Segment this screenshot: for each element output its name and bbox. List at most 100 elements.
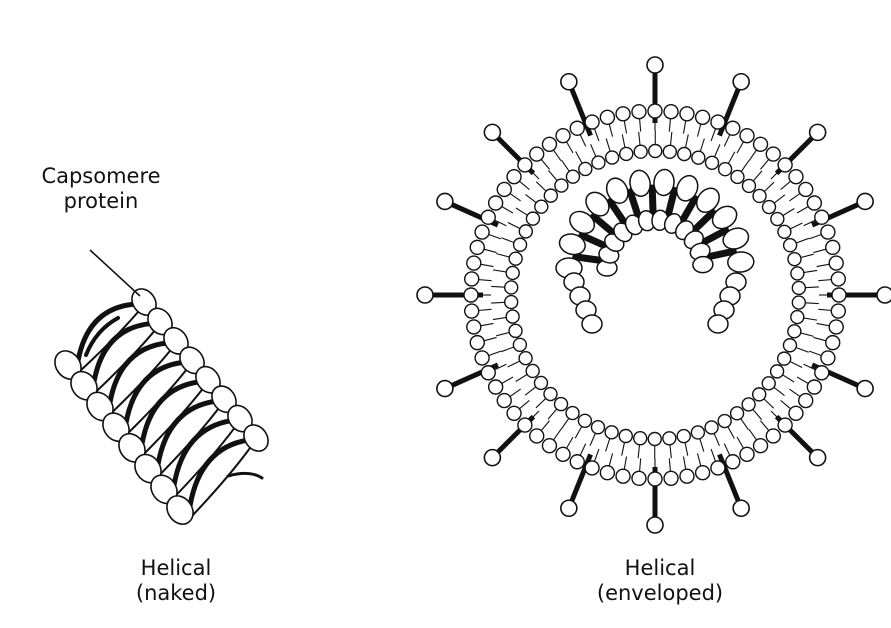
- lipid-tail: [525, 194, 536, 203]
- lipid-tail: [740, 418, 748, 430]
- lipid-envelope: [464, 104, 846, 486]
- lipid-tail: [781, 181, 792, 190]
- helix-strand: [158, 401, 216, 464]
- lipid-tail: [796, 347, 809, 352]
- helix-strand-thin: [176, 429, 234, 496]
- lipid-head: [726, 455, 740, 469]
- lipid-tail: [803, 318, 817, 320]
- nucleocapsid-strand: [708, 251, 733, 256]
- lipid-tail: [591, 144, 596, 157]
- lipid-head: [831, 304, 845, 318]
- lipid-head: [726, 121, 740, 135]
- capsomere-label-line-2: protein: [6, 189, 196, 214]
- nucleocapsid-strand: [703, 230, 726, 242]
- lipid-tail: [553, 149, 561, 160]
- lipid-head: [826, 336, 840, 350]
- lipid-head: [616, 469, 630, 483]
- lipid-tail: [609, 453, 613, 467]
- nucleocapsid-strand: [576, 257, 602, 261]
- lipid-head: [616, 107, 630, 121]
- lipid-tail: [797, 377, 809, 384]
- lipid-tail: [548, 409, 557, 420]
- lipid-head: [696, 110, 710, 124]
- lipid-tail: [541, 159, 550, 170]
- lipid-head: [464, 288, 478, 302]
- lipid-tail: [803, 270, 817, 272]
- lipid-head: [778, 418, 792, 432]
- lipid-head: [740, 447, 754, 461]
- lipid-head: [664, 105, 678, 119]
- lipid-tail: [622, 442, 625, 456]
- lipid-tail: [491, 302, 505, 303]
- lipid-head: [648, 472, 662, 486]
- lipid-head: [470, 240, 484, 254]
- enveloped-helical-caption: Helical (enveloped): [560, 556, 760, 606]
- lipid-head: [507, 170, 521, 184]
- lipid-head: [799, 394, 813, 408]
- lipid-tail: [594, 449, 599, 462]
- lipid-head: [514, 238, 527, 251]
- lipid-tail: [800, 254, 814, 257]
- lipid-head: [506, 310, 519, 323]
- lipid-tail: [817, 264, 831, 266]
- nucleocapsid-strand: [694, 212, 713, 230]
- lipid-head: [815, 210, 829, 224]
- lipid-head: [791, 311, 804, 324]
- lipid-head: [821, 225, 835, 239]
- lipid-head: [497, 182, 511, 196]
- lipid-tail: [697, 123, 701, 137]
- lipid-head: [680, 107, 694, 121]
- lipid-tail: [493, 270, 507, 272]
- enveloped-caption-line-2: (enveloped): [560, 581, 760, 606]
- lipid-head: [465, 304, 479, 318]
- lipid-head: [530, 147, 544, 161]
- lipid-head: [778, 352, 791, 365]
- lipid-head: [719, 163, 732, 176]
- lipid-tail: [622, 134, 625, 148]
- lipid-head: [566, 170, 579, 183]
- lipid-tail: [606, 138, 610, 151]
- lipid-tail: [714, 433, 719, 446]
- lipid-tail: [697, 453, 701, 467]
- lipid-tail: [724, 444, 730, 457]
- lipid-head: [542, 439, 556, 453]
- lipid-head: [784, 239, 797, 252]
- lipid-tail: [728, 152, 735, 164]
- lipid-head: [762, 377, 775, 390]
- lipid-tail: [548, 170, 557, 181]
- lipid-tail: [576, 151, 583, 163]
- lipid-head: [467, 256, 481, 270]
- lipid-head: [731, 170, 744, 183]
- lipid-head: [592, 156, 605, 169]
- lipid-head: [807, 380, 821, 394]
- nucleocapsid-bead: [708, 315, 728, 333]
- lipid-head: [489, 380, 503, 394]
- lipid-head: [718, 415, 731, 428]
- lipid-tail: [519, 181, 530, 190]
- lipid-tail: [483, 337, 497, 341]
- lipid-tail: [813, 249, 827, 253]
- spike-knob: [484, 124, 500, 140]
- lipid-tail: [525, 387, 536, 396]
- lipid-tail: [753, 409, 762, 420]
- lipid-tail: [700, 139, 704, 152]
- lipid-head: [691, 426, 704, 439]
- lipid-tail: [606, 438, 610, 451]
- lipid-head: [518, 418, 532, 432]
- lipid-head: [766, 429, 780, 443]
- helical-nucleocapsid: [556, 168, 754, 333]
- spike-knob: [437, 381, 453, 397]
- lipid-tail: [728, 426, 735, 438]
- lipid-tail: [749, 149, 757, 160]
- lipid-head: [753, 388, 766, 401]
- lipid-head: [634, 145, 647, 158]
- capsomere-protein-label: Capsomere protein: [6, 164, 196, 214]
- lipid-tail: [496, 254, 510, 258]
- lipid-tail: [562, 160, 570, 172]
- lipid-tail: [478, 309, 492, 310]
- lipid-tail: [508, 361, 521, 367]
- lipid-head: [706, 156, 719, 169]
- lipid-head: [555, 398, 568, 411]
- lipid-tail: [818, 309, 832, 310]
- lipid-head: [771, 365, 784, 378]
